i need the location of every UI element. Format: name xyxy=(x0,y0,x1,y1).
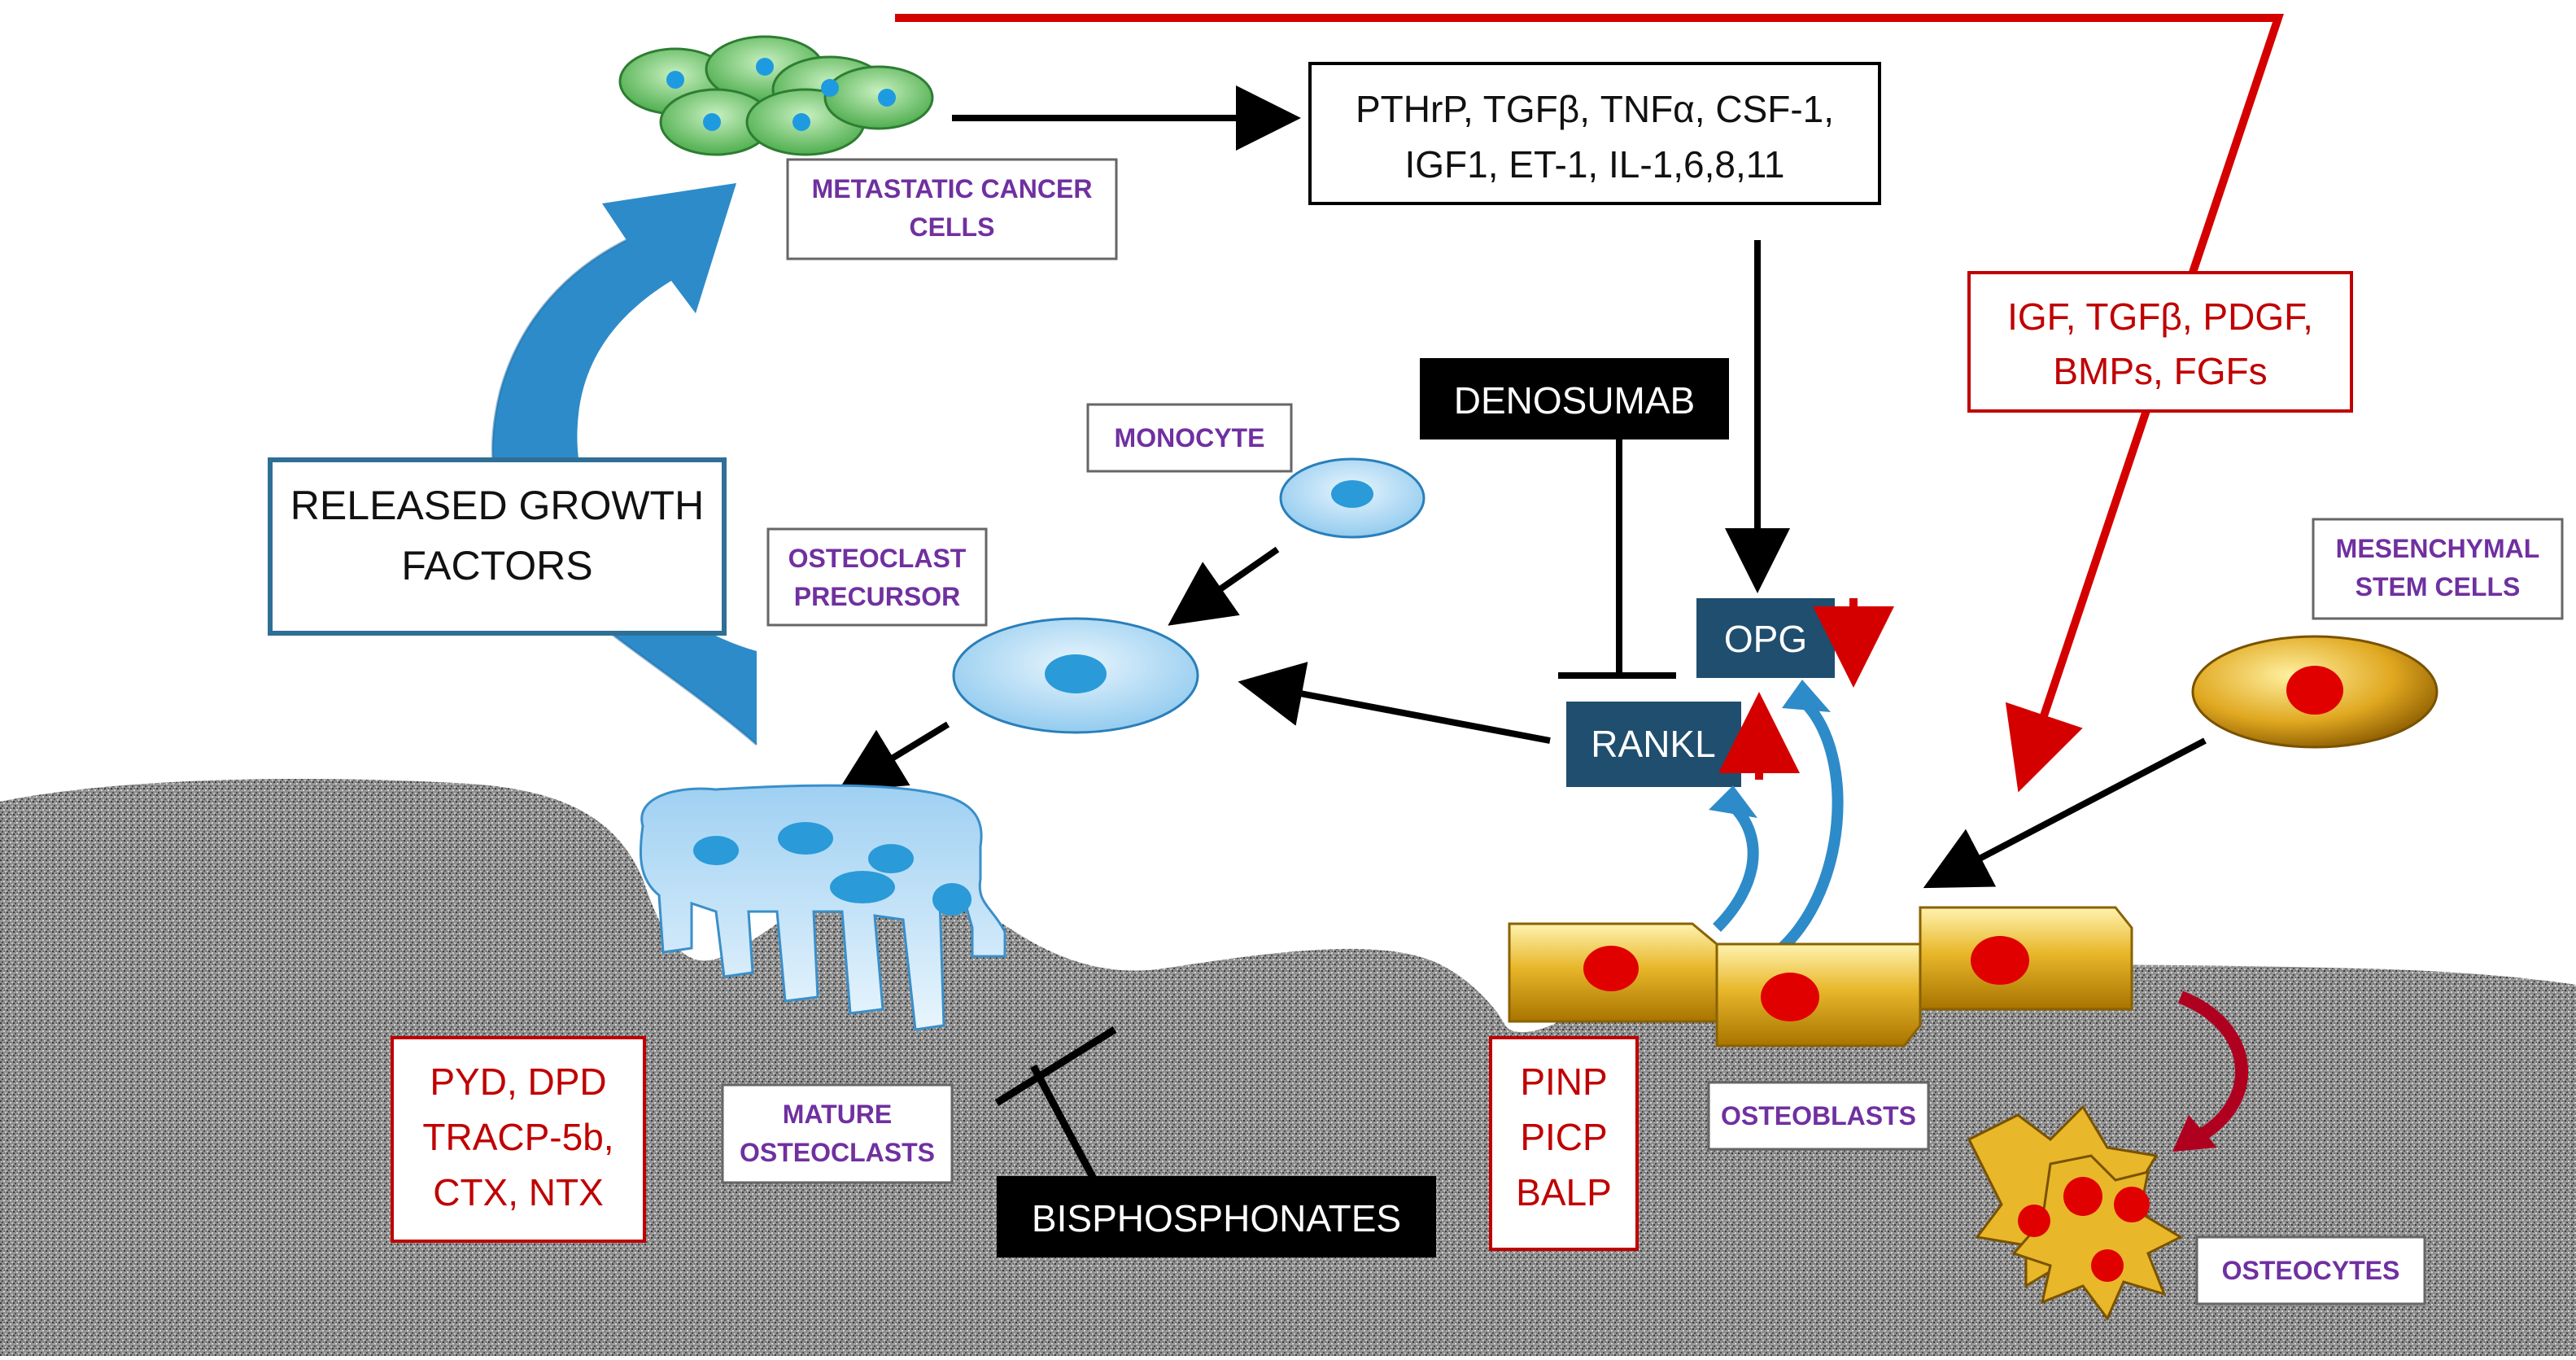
svg-text:PICP: PICP xyxy=(1520,1116,1607,1158)
arrow-rankl-to-precursor xyxy=(1238,662,1551,744)
arrow-monocyte-to-precursor xyxy=(1168,546,1280,626)
osteoblast-to-osteocyte-arrow xyxy=(2177,990,2248,1141)
mesenchymal-stem-cells-label: MESENCHYMAL STEM CELLS xyxy=(2312,518,2564,620)
svg-text:MESENCHYMAL: MESENCHYMAL xyxy=(2336,534,2540,563)
svg-text:MATURE: MATURE xyxy=(783,1100,893,1129)
svg-text:IGF, TGFβ, PDGF,: IGF, TGFβ, PDGF, xyxy=(2007,295,2313,338)
arrow-precursor-to-osteoclast xyxy=(837,721,950,792)
resorption-markers-box: PYD, DPD TRACP-5b, CTX, NTX xyxy=(391,1036,646,1243)
bisphosphonate-inhibition-bar xyxy=(994,1026,1117,1106)
svg-text:DENOSUMAB: DENOSUMAB xyxy=(1454,379,1695,422)
rankl-box: RANKL xyxy=(1566,702,1741,787)
osteoclast-precursor-label: OSTEOCLAST PRECURSOR xyxy=(766,527,988,627)
osteoblast-to-rankl-arrow-1 xyxy=(1713,802,1759,932)
bisphosphonate-inhibition-line xyxy=(1030,1064,1098,1183)
svg-text:PRECURSOR: PRECURSOR xyxy=(794,582,960,611)
osteocyte-arrowhead xyxy=(2172,1115,2217,1152)
arrow-msc-to-osteoblasts xyxy=(1923,737,2207,889)
svg-text:IGF1, ET-1, IL-1,6,8,11: IGF1, ET-1, IL-1,6,8,11 xyxy=(1404,143,1784,186)
bisphosphonates-box: BISPHOSPHONATES xyxy=(997,1176,1436,1257)
arrowhead-1 xyxy=(1709,785,1757,818)
denosumab-box: DENOSUMAB xyxy=(1420,358,1729,439)
mature-osteoclasts-label: MATURE OSTEOCLASTS xyxy=(721,1083,954,1184)
metastatic-cancer-cells-label: METASTATIC CANCER CELLS xyxy=(786,158,1118,260)
bone-tissue xyxy=(0,778,2576,1356)
opg-box: OPG xyxy=(1696,598,1835,678)
osteoblasts-label: OSTEOBLASTS xyxy=(1707,1081,1930,1151)
svg-text:TRACP-5b,: TRACP-5b, xyxy=(422,1116,613,1158)
monocyte-icon xyxy=(1279,457,1426,539)
formation-markers-box: PINP PICP BALP xyxy=(1489,1036,1639,1251)
osteoclast-precursor-icon xyxy=(952,617,1199,734)
svg-text:CELLS: CELLS xyxy=(910,212,995,242)
svg-text:OSTEOCLAST: OSTEOCLAST xyxy=(788,544,967,573)
osteoblast-to-rankl-arrow-2 xyxy=(1778,700,1844,953)
released-growth-factors-arrow xyxy=(492,183,757,745)
red-feedback-arrow xyxy=(895,14,2284,793)
monocyte-label: MONOCYTE xyxy=(1086,403,1293,473)
mature-osteoclast-icon xyxy=(639,784,1006,1031)
osteoblast-icon xyxy=(1508,906,2133,1047)
svg-text:OPG: OPG xyxy=(1724,618,1807,660)
svg-text:METASTATIC CANCER: METASTATIC CANCER xyxy=(812,174,1093,203)
svg-text:RELEASED GROWTH: RELEASED GROWTH xyxy=(290,483,704,528)
svg-text:PINP: PINP xyxy=(1520,1060,1607,1103)
osteocyte-icon xyxy=(1967,1104,2184,1321)
svg-text:OSTEOBLASTS: OSTEOBLASTS xyxy=(1721,1101,1916,1130)
svg-text:PYD, DPD: PYD, DPD xyxy=(430,1060,606,1103)
svg-text:PTHrP, TGFβ, TNFα, CSF-1,: PTHrP, TGFβ, TNFα, CSF-1, xyxy=(1356,88,1834,130)
svg-text:BALP: BALP xyxy=(1516,1171,1612,1214)
bone-derived-factors-box: IGF, TGFβ, PDGF, BMPs, FGFs xyxy=(1967,271,2353,413)
tumor-factors-box: PTHrP, TGFβ, TNFα, CSF-1, IGF1, ET-1, IL… xyxy=(1308,62,1881,205)
mesenchymal-stem-cell-icon xyxy=(2191,635,2438,749)
svg-text:CTX, NTX: CTX, NTX xyxy=(433,1171,604,1214)
cancer-cell-cluster-icon xyxy=(618,35,934,156)
arrowhead-2 xyxy=(1782,680,1831,712)
svg-text:MONOCYTE: MONOCYTE xyxy=(1115,423,1265,453)
svg-text:STEM CELLS: STEM CELLS xyxy=(2356,572,2521,601)
svg-text:BISPHOSPHONATES: BISPHOSPHONATES xyxy=(1032,1197,1401,1240)
svg-text:OSTEOCYTES: OSTEOCYTES xyxy=(2222,1256,2400,1285)
osteocytes-label: OSTEOCYTES xyxy=(2195,1235,2426,1305)
svg-text:FACTORS: FACTORS xyxy=(401,543,592,588)
svg-text:RANKL: RANKL xyxy=(1591,723,1715,765)
svg-text:BMPs, FGFs: BMPs, FGFs xyxy=(2053,350,2267,392)
svg-text:OSTEOCLASTS: OSTEOCLASTS xyxy=(740,1138,935,1167)
released-growth-factors-box: RELEASED GROWTH FACTORS xyxy=(268,457,727,636)
